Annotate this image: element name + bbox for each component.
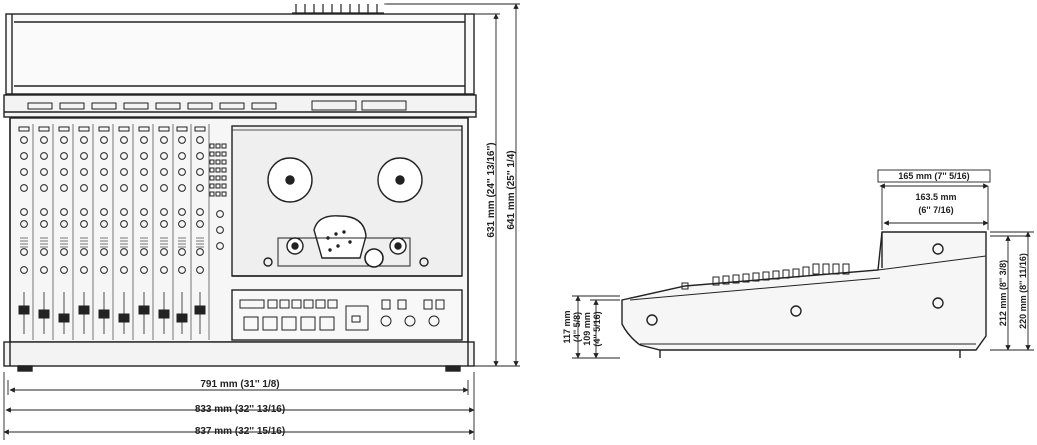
front-width-middle-label: 833 mm (32'' 13/16) <box>195 404 285 415</box>
side-profile <box>621 231 987 351</box>
side-rear-h1-label: 212 mm (8'' 3/8) <box>998 260 1008 326</box>
front-view <box>3 3 515 372</box>
side-front-h1-in-label: (4'' 5/8) <box>572 312 582 342</box>
meter-trim <box>3 94 477 118</box>
side-depth-sub-in-label: (6'' 7/16) <box>918 205 953 215</box>
transport-panel <box>231 289 463 341</box>
front-height-inner-label: 631 mm (24'' 13/16'') <box>486 142 497 237</box>
rear-connector-strip <box>292 3 515 14</box>
side-knobs <box>681 263 850 290</box>
front-dimensions <box>3 3 520 440</box>
side-rear-h2-label: 220 mm (8'' 11/16) <box>1018 253 1028 329</box>
side-front-h1-mm-label: 117 mm <box>562 310 572 343</box>
side-depth-sub-mm-label: 163.5 mm <box>915 192 956 202</box>
tape-head-assembly <box>313 215 367 259</box>
side-view <box>621 231 987 358</box>
side-front-h2-in-label: (4'' 5/16) <box>592 311 602 346</box>
front-width-outer-label: 837 mm (32'' 15/16) <box>195 426 285 437</box>
front-height-outer-label: 641 mm (25'' 1/4) <box>506 150 517 229</box>
side-dimensions <box>572 169 1034 359</box>
meter-bridge <box>5 13 475 95</box>
channel-strips <box>18 124 227 340</box>
side-depth-top-label: 165 mm (7'' 5/16) <box>898 171 969 181</box>
front-width-inner-label: 791 mm (31'' 1/8) <box>200 379 279 390</box>
side-front-h2-mm-label: 109 mm <box>582 312 592 346</box>
